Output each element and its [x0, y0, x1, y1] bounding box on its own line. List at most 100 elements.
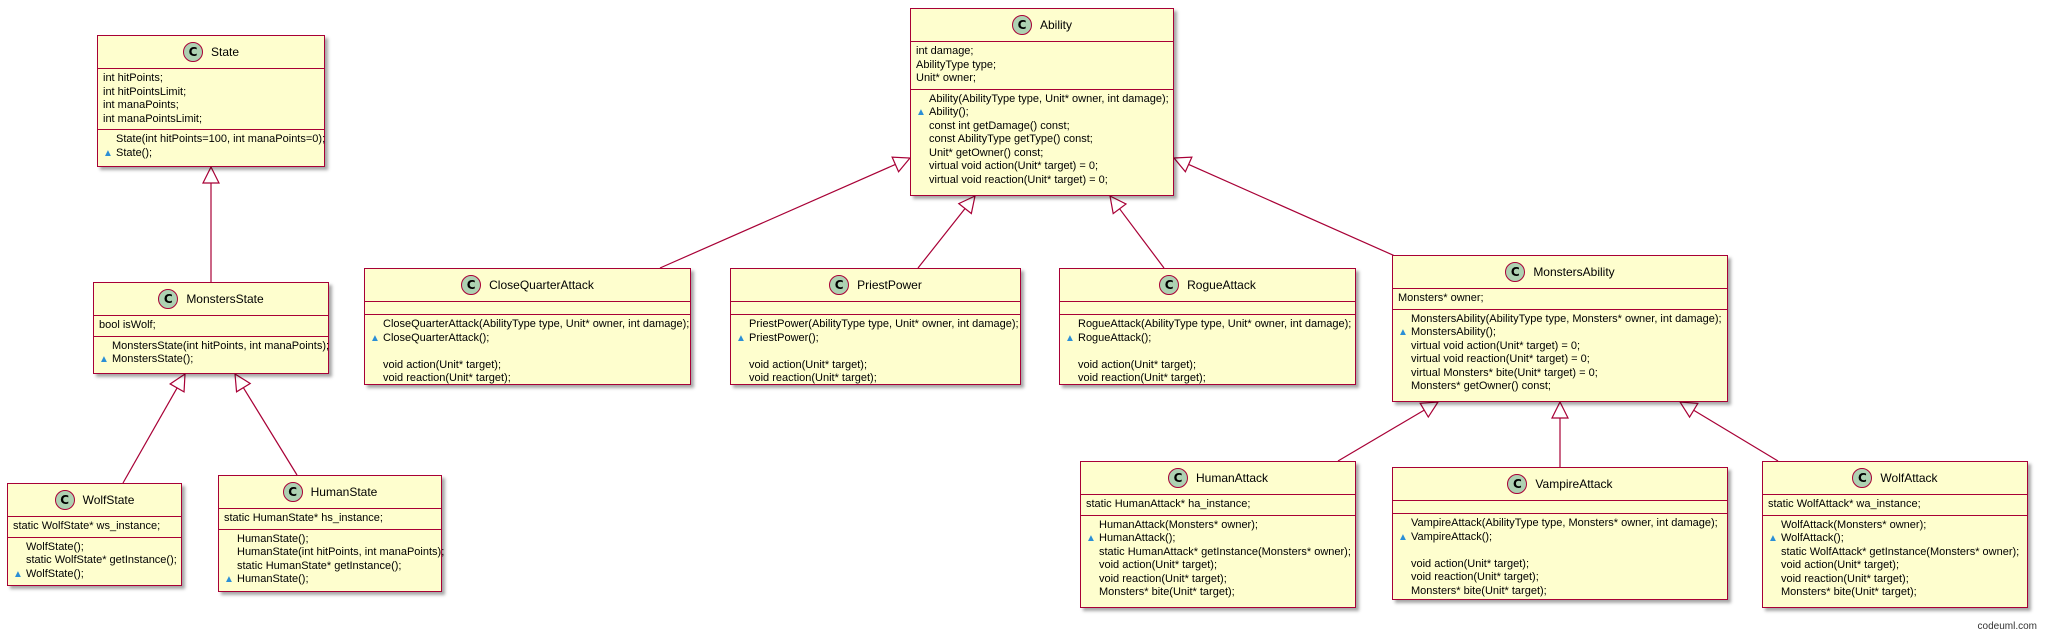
class-name: MonstersState: [186, 292, 264, 306]
method: void action(Unit* target);: [370, 359, 685, 373]
method-signature: virtual Monsters* bite(Unit* target) = 0…: [1411, 366, 1598, 379]
generalization-arrowhead: [1109, 194, 1128, 215]
method: Ability(AbilityType type, Unit* owner, i…: [916, 93, 1169, 107]
method-signature: void reaction(Unit* target);: [1078, 372, 1206, 384]
method: const int getDamage() const;: [916, 120, 1168, 134]
method-signature: void reaction(Unit* target);: [1411, 571, 1539, 583]
class-icon: C: [1011, 15, 1032, 35]
class-icon: C: [54, 490, 75, 510]
method-signature: MonstersAbility();: [1411, 326, 1496, 338]
method: ▲MonstersState();: [99, 353, 323, 367]
method: void reaction(Unit* target);: [1065, 372, 1350, 386]
method-spacer: [1065, 345, 1350, 359]
visibility-icon: ▲: [1398, 531, 1408, 543]
method: void reaction(Unit* target);: [1398, 571, 1722, 585]
visibility-icon: ▲: [99, 354, 109, 365]
method: ▲RogueAttack();: [1065, 332, 1350, 346]
method-signature: Monsters* bite(Unit* target);: [1099, 586, 1235, 598]
visibility-icon: ▲: [1065, 332, 1075, 344]
class-icon: C: [1159, 275, 1180, 295]
method: ▲MonstersAbility();: [1398, 326, 1722, 340]
method: void reaction(Unit* target);: [1768, 573, 2022, 587]
edge-line: [659, 163, 896, 269]
method-signature: void action(Unit* target);: [383, 358, 501, 371]
method-signature: void action(Unit* target);: [1078, 358, 1196, 371]
method-signature: Monsters* bite(Unit* target);: [1411, 584, 1547, 597]
method: HumanState(int hitPoints, int manaPoints…: [224, 546, 444, 560]
method: RogueAttack(AbilityType type, Unit* owne…: [1065, 318, 1352, 332]
method: void reaction(Unit* target);: [736, 372, 1015, 386]
method-signature: RogueAttack(AbilityType type, Unit* owne…: [1078, 318, 1352, 330]
field: int manaPoints;: [103, 99, 179, 111]
fields-section: int damage;AbilityType type;Unit* owner;: [911, 42, 1173, 90]
methods-section: State(int hitPoints=100, int manaPoints=…: [98, 130, 325, 163]
visibility-icon: ▲: [103, 147, 113, 159]
visibility-icon: ▲: [13, 568, 23, 580]
class-icon: C: [1507, 474, 1528, 494]
edge-line: [1693, 409, 1779, 462]
class-icon: C: [1167, 468, 1188, 488]
method-spacer: [370, 345, 685, 359]
field: int manaPointsLimit;: [103, 112, 203, 125]
method: ▲Ability();: [916, 106, 1168, 120]
method-signature: void reaction(Unit* target);: [383, 372, 511, 384]
method-signature: MonstersState(int hitPoints, int manaPoi…: [112, 339, 330, 352]
fields-section: [1060, 302, 1355, 315]
inheritance-edge-monsters-state-to-state: [202, 165, 220, 282]
edge-line: [122, 387, 178, 484]
visibility-icon: ▲: [1398, 327, 1408, 338]
method-signature: void reaction(Unit* target);: [1781, 572, 1909, 585]
methods-section: RogueAttack(AbilityType type, Unit* owne…: [1060, 315, 1355, 389]
visibility-icon: ▲: [370, 332, 380, 344]
class-name: MonstersAbility: [1533, 265, 1615, 279]
field: bool isWolf;: [99, 319, 156, 331]
fields-section: int hitPoints;int hitPointsLimit;int man…: [98, 69, 324, 130]
method: void action(Unit* target);: [736, 359, 1015, 373]
method: virtual Monsters* bite(Unit* target) = 0…: [1398, 367, 1722, 381]
method-signature: PriestPower(AbilityType type, Unit* owne…: [749, 318, 1019, 330]
method-signature: const AbilityType getType() const;: [929, 133, 1093, 145]
inheritance-edge-human-state-to-monsters-state: [234, 372, 298, 476]
generalization-arrowhead: [1678, 401, 1699, 419]
fields-section: static WolfAttack* wa_instance;: [1763, 495, 2027, 516]
field: static WolfAttack* wa_instance;: [1768, 498, 1921, 510]
method-signature: Monsters* bite(Unit* target);: [1781, 586, 1917, 598]
inheritance-edge-vampire-attack-to-monsters-ability: [1551, 400, 1569, 467]
method: Unit* getOwner() const;: [916, 147, 1168, 161]
method: ▲VampireAttack();: [1398, 531, 1722, 545]
field: static WolfState* ws_instance;: [13, 520, 161, 532]
method: WolfAttack(Monsters* owner);: [1768, 519, 2022, 533]
method: virtual void reaction(Unit* target) = 0;: [1398, 353, 1722, 367]
field: int hitPoints;: [103, 72, 163, 84]
class-name: CloseQuarterAttack: [489, 278, 594, 292]
method: ▲WolfState();: [13, 568, 176, 582]
method-signature: static HumanState* getInstance();: [237, 559, 402, 572]
method: virtual void action(Unit* target) = 0;: [1398, 340, 1722, 354]
method: ▲State();: [103, 147, 319, 161]
method-signature: WolfAttack();: [1781, 532, 1844, 544]
method: static HumanAttack* getInstance(Monsters…: [1086, 546, 1351, 560]
fields-section: [365, 302, 690, 315]
method: static WolfAttack* getInstance(Monsters*…: [1768, 546, 2022, 560]
method-spacer: [736, 345, 1015, 359]
method: const AbilityType getType() const;: [916, 133, 1168, 147]
method-signature: WolfAttack(Monsters* owner);: [1781, 518, 1927, 531]
method-signature: virtual void reaction(Unit* target) = 0;: [929, 173, 1108, 186]
class-name: HumanAttack: [1195, 471, 1269, 485]
method: ▲WolfAttack();: [1768, 532, 2022, 546]
